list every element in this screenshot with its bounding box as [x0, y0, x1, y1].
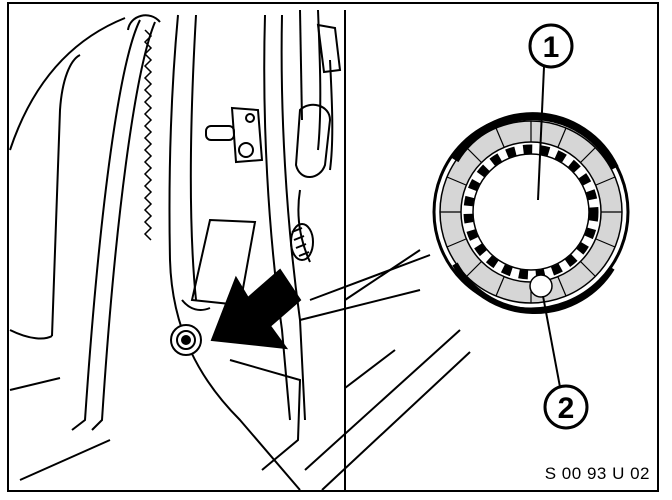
b-pillar	[168, 9, 346, 491]
callout-1: 1	[528, 23, 574, 201]
figure-frame	[7, 2, 659, 492]
marker-hole	[529, 274, 553, 298]
detail-leader	[309, 254, 431, 301]
door-striker-icon	[205, 106, 264, 164]
figure-reference-code: S 00 93 U 02	[544, 464, 650, 483]
callout-1-label: 1	[543, 31, 560, 64]
door-seal	[71, 14, 161, 431]
disc-segments	[440, 121, 622, 303]
grommet-icon	[170, 324, 202, 356]
detail-magnifier-icon	[432, 112, 630, 314]
door-sill	[19, 249, 471, 491]
callout-2-label: 2	[558, 392, 575, 425]
arrow-icon	[210, 268, 302, 350]
seat-trim-outline	[9, 17, 126, 391]
callout-2: 2	[542, 295, 589, 430]
wiring-harness	[290, 189, 314, 263]
